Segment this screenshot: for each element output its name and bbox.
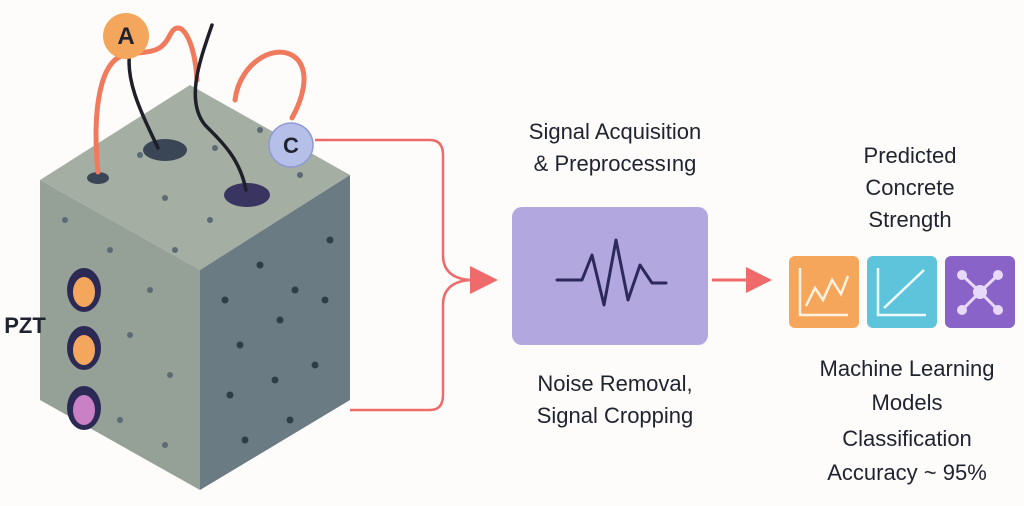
arrow-to-models-head: [746, 267, 772, 293]
electrode-hole-1: [87, 172, 109, 184]
output-title-line2: Concrete: [865, 175, 955, 200]
electrode-hole-2: [143, 139, 187, 161]
network-graph-icon: [945, 256, 1015, 328]
aggregate-dots: [62, 127, 334, 448]
output-caption-line1: Machine Learning: [819, 356, 995, 381]
connector-line-top: [315, 138, 471, 282]
connector-line-bottom: [350, 278, 471, 412]
acquisition-title-line2: & Preprocessıng: [533, 151, 697, 176]
orange-wire-left: [93, 25, 200, 175]
output-title-line1: Predicted: [863, 143, 957, 168]
concrete-right-face: [200, 175, 350, 490]
output-title-line3: Strength: [868, 207, 952, 232]
output-caption-line3: Classification: [842, 426, 972, 451]
electrode-hole-3: [224, 183, 270, 207]
output-caption-line2: Models: [871, 390, 943, 415]
terminal-a-circle: [103, 13, 149, 59]
acquisition-caption-line1: Noise Removal,: [537, 371, 693, 396]
pzt-label: PZT: [4, 313, 46, 338]
acquisition-caption-line2: Signal Cropping: [536, 403, 694, 428]
trend-chart-icon: [867, 256, 937, 328]
terminal-a-label: A: [117, 23, 135, 50]
orange-wire-right: [232, 49, 307, 121]
terminal-c-label: C: [283, 133, 299, 158]
black-wire-b: [193, 23, 248, 192]
arrow-into-processing: [470, 266, 498, 294]
pzt-sensors: [67, 268, 101, 430]
concrete-top-face: [40, 85, 350, 270]
terminal-c-circle: [268, 122, 314, 168]
black-wire-a: [127, 48, 160, 150]
acquisition-title-line1: Signal Acquisition: [528, 119, 702, 144]
signal-waveform-icon: [555, 238, 668, 307]
output-caption-line4: Accuracy ~ 95%: [827, 460, 987, 485]
line-chart-icon: [789, 256, 859, 328]
